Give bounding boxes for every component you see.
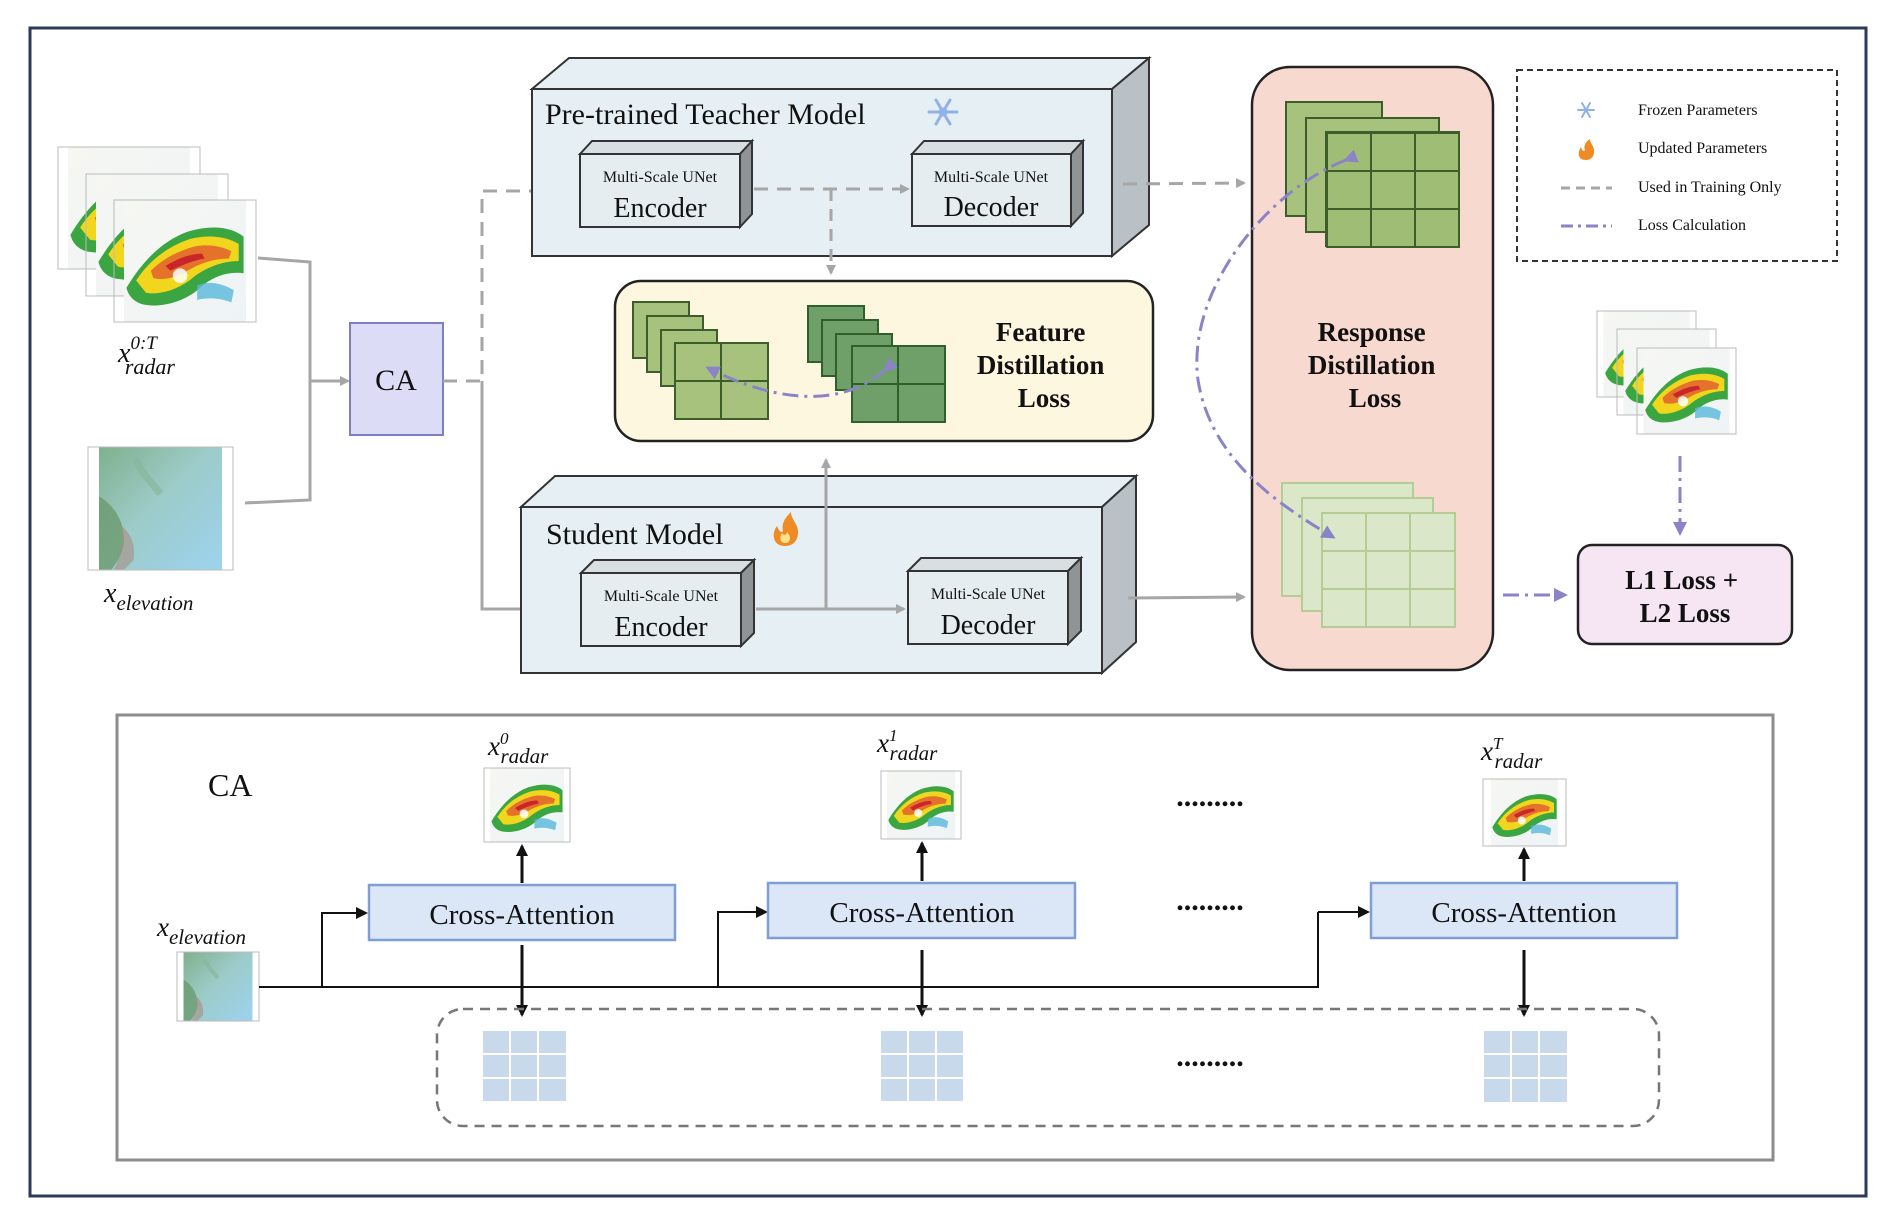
- legend-label-training: Used in Training Only: [1638, 179, 1782, 196]
- legend-box: [1516, 69, 1838, 262]
- stepT-cross-attention-label: Cross-Attention: [1431, 897, 1617, 929]
- ca-elevation-label: xelevation: [156, 912, 246, 949]
- snowflake-icon: [927, 98, 959, 126]
- feature-loss-label: Feature Distillation Loss: [977, 317, 1111, 413]
- ca-detail-title: CA: [208, 767, 252, 803]
- legend-snowflake-icon: [1577, 102, 1595, 118]
- input-merge-connector: [244, 256, 312, 505]
- legend-label-loss: Loss Calculation: [1638, 217, 1746, 234]
- step0-cross-attention-block: [367, 883, 677, 942]
- fused-feature-grid-1: [879, 1029, 965, 1103]
- fused-feature-grid-0: [481, 1029, 568, 1103]
- ca-block-label: CA: [375, 364, 417, 397]
- fused-features-container: [435, 1007, 1661, 1128]
- ellipsis-images: .........: [1176, 780, 1244, 813]
- teacher-decoder-label: Decoder: [944, 192, 1040, 223]
- legend-label-frozen: Frozen Parameters: [1638, 102, 1758, 119]
- teacher-title: Pre-trained Teacher Model: [545, 98, 866, 131]
- student-decoder-box: [905, 555, 1084, 647]
- student-title: Student Model: [546, 518, 724, 551]
- student-encoder-box: [578, 557, 757, 649]
- student-to-response-arrow: [1127, 592, 1246, 603]
- step1-cross-attention-label: Cross-Attention: [829, 897, 1015, 929]
- outer-frame: [28, 26, 1868, 1198]
- elevation-input-image: [87, 446, 234, 571]
- fused-feature-grid-T: [1482, 1029, 1569, 1104]
- teacher-response-grid-stack: [1285, 101, 1460, 248]
- final-loss-label: L1 Loss + L2 Loss: [1625, 565, 1745, 628]
- ca-elevation-image: [176, 951, 260, 1022]
- final-loss-box: [1576, 543, 1794, 646]
- step0-radar-image: [483, 767, 571, 843]
- teacher-encoder-sublabel: Multi-Scale UNet: [603, 169, 718, 186]
- elevation-to-ca1-arrow: [321, 907, 368, 987]
- radar-input-stack: [57, 146, 257, 323]
- teacher-to-response-arrow: [1122, 178, 1246, 189]
- step0-cross-attention-label: Cross-Attention: [429, 899, 615, 931]
- ca-block: [349, 322, 444, 436]
- ca-detail-panel: [115, 713, 1775, 1162]
- stepT-cross-attention-block: [1369, 881, 1679, 940]
- student-decoder-sublabel: Multi-Scale UNet: [931, 586, 1046, 603]
- feature-loss-curve: [705, 357, 898, 398]
- elevation-bus-line: [259, 912, 1319, 988]
- ellipsis-features: .........: [1176, 1040, 1244, 1073]
- step1-cross-attention-block: [766, 881, 1077, 940]
- elevation-to-ca2-arrow: [717, 906, 768, 987]
- legend-fire-icon: [1578, 139, 1595, 160]
- fire-icon: [773, 512, 799, 546]
- step1-radar-image: [880, 770, 962, 840]
- teacher-encoder-label: Encoder: [613, 193, 707, 224]
- legend-label-updated: Updated Parameters: [1638, 140, 1767, 157]
- student-response-grid-stack: [1281, 482, 1456, 628]
- elevation-input-label: xelevation: [103, 578, 193, 615]
- student-decoder-label: Decoder: [941, 610, 1037, 641]
- target-radar-stack: [1596, 310, 1737, 435]
- student-encoder-label: Encoder: [614, 612, 708, 643]
- teacher-encoder-box: [577, 138, 755, 230]
- ellipsis-blocks: .........: [1176, 884, 1244, 917]
- student-encoder-sublabel: Multi-Scale UNet: [604, 588, 719, 605]
- teacher-decoder-sublabel: Multi-Scale UNet: [934, 169, 1049, 186]
- teacher-decoder-box: [909, 138, 1086, 229]
- stepT-radar-image: [1482, 778, 1567, 847]
